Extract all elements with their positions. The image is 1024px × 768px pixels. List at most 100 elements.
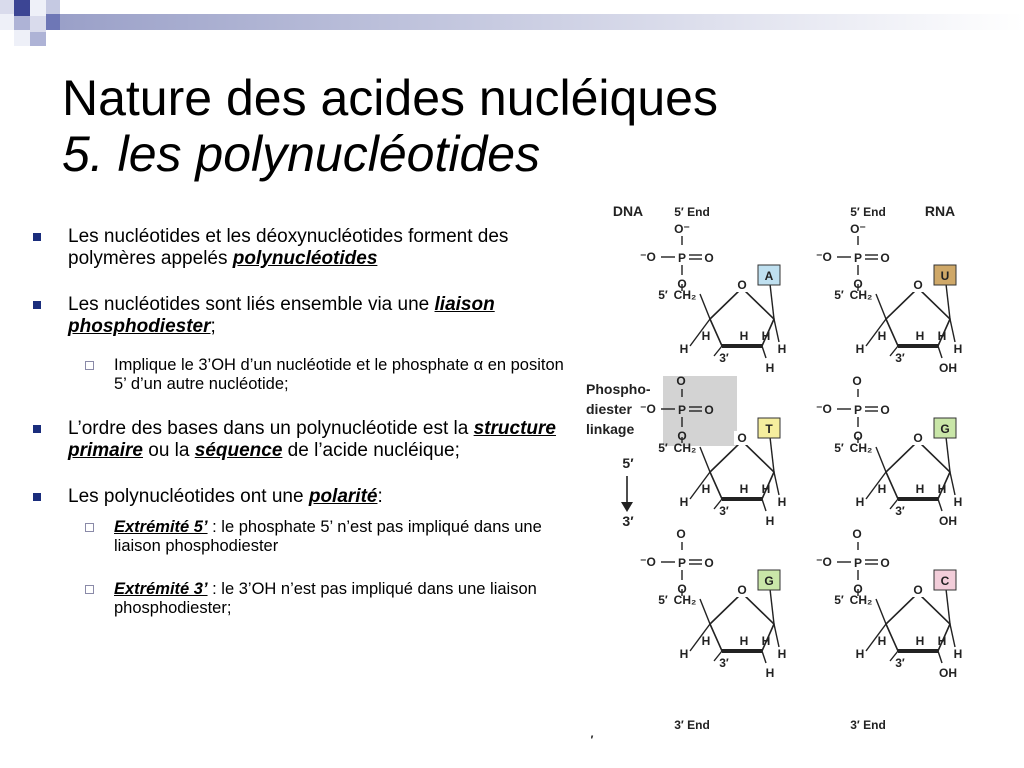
dna-nt2-base-box: [757, 569, 781, 591]
bullet-text: Les nucléotides et les déoxynucléotides …: [68, 226, 509, 269]
dna-nt1-c3-bond: [713, 498, 723, 510]
dna-nt0-sugar-ring: [709, 286, 775, 347]
dna-3-end-label: 3′ End: [674, 718, 710, 732]
footnote-mark: ′: [591, 733, 594, 747]
rna-nt2-bridge-o: O: [852, 527, 861, 541]
bullet-sequence: L’ordre des bases dans un polynucléotide…: [30, 418, 575, 462]
dna-nt0-h5-bond: [773, 318, 780, 343]
rna-nt1-ch2: CH₂: [850, 441, 873, 455]
dna-nt2-h5: H: [778, 647, 787, 661]
rna-nt0-ring-o: O: [913, 278, 922, 292]
bullet-text: Les nucléotides sont liés ensemble via u…: [68, 294, 435, 315]
rna-nt1-h5: H: [954, 495, 963, 509]
dna-nt0-2h: H: [766, 361, 775, 375]
rna-nt2-sugar-ring: [885, 591, 951, 652]
dna-nt1-h4: H: [762, 482, 771, 496]
dna-nt1-c3: 3′: [719, 504, 729, 518]
rna-nt0-c2-bond: [937, 345, 943, 359]
rna-nt1-p: P: [854, 403, 862, 417]
rna-nt2-glyc-bond: [945, 588, 951, 625]
polynucleotide-diagram: 5′ EndO⁻⁻OPOO5′CH₂OAHHHHH3′HO⁻OPOO5′CH₂O…: [580, 196, 1024, 756]
rna-nt0-h1-bond: [865, 318, 887, 347]
bullet-text: :: [377, 486, 383, 507]
rna-nt2-ch2-ring: [875, 598, 887, 625]
dna-nt2-h2: H: [702, 634, 711, 648]
dna-nt2-glyc-bond: [769, 588, 775, 625]
rna-nt1-base-box: [933, 417, 957, 439]
dna-nt1-ring-o-bg: [734, 431, 750, 445]
dna-nt1-c5: 5′: [658, 441, 668, 455]
rna-5-end-label: 5′ End: [850, 205, 886, 219]
rna-nt1-bridge-o: O: [852, 374, 861, 388]
rna-nt2-h4: H: [938, 634, 947, 648]
dna-nt2-h5-bond: [773, 623, 780, 648]
dna-nt0-p: P: [678, 251, 686, 265]
rna-nt0-glyc-bond: [945, 283, 951, 320]
dna-nt2-minus-o: ⁻O: [640, 555, 656, 569]
bullet-phosphodiester: Les nucléotides sont liés ensemble via u…: [30, 294, 575, 338]
dna-nt2-h3: H: [740, 634, 749, 648]
dna-nt1-sugar-ring: [709, 439, 775, 500]
dna-nt2-2h: H: [766, 666, 775, 680]
rna-nt2-c3: 3′: [895, 656, 905, 670]
dna-nt1-h1-bond: [689, 471, 711, 500]
term-primary-structure: structure primaire: [68, 418, 556, 461]
dna-nt1-h1: H: [680, 495, 689, 509]
rna-nt2-h2: H: [878, 634, 887, 648]
dna-nt2-sugar-ring: [709, 591, 775, 652]
subbullet-text: Implique le 3’OH d’un nucléotide et le p…: [114, 356, 564, 393]
dna-nt2-h1: H: [680, 647, 689, 661]
subbullet-5-end: Extrémité 5’ : le phosphate 5’ n’est pas…: [30, 518, 575, 556]
linkage-label-2: diester: [586, 401, 632, 417]
rna-nt0-h5-bond: [949, 318, 956, 343]
rna-nt1-ester-o: O: [853, 429, 862, 443]
rna-nt1-ring-o-bg: [910, 431, 926, 445]
rna-nt2-double-o: O: [880, 556, 889, 570]
rna-nt1-minus-o: ⁻O: [816, 402, 832, 416]
dna-nt1-minus-o: ⁻O: [640, 402, 656, 416]
rna-nt0-c3-bond: [889, 345, 899, 357]
dna-nt1-base-T: T: [765, 422, 773, 436]
dna-nt1-h5-bond: [773, 471, 780, 496]
rna-3-end-label: 3′ End: [850, 718, 886, 732]
term-phosphodiester: liaison phosphodiester: [68, 294, 495, 337]
dna-nt0-c2-bond: [761, 345, 767, 359]
rna-nt1-double-o: O: [880, 403, 889, 417]
bullet-text: L’ordre des bases dans un polynucléotide…: [68, 418, 474, 439]
dna-nt2-c3: 3′: [719, 656, 729, 670]
dna-nt0-double-o: O: [704, 251, 713, 265]
dna-nt1-glyc-bond: [769, 436, 775, 473]
dna-nt0-base-box: [757, 264, 781, 286]
dna-nt2-bridge-o: O: [676, 527, 685, 541]
rna-nt1-c2-bond: [937, 498, 943, 512]
dna-nt2-c5: 5′: [658, 593, 668, 607]
dna-o-minus: O⁻: [674, 222, 690, 236]
rna-nt1-h1-bond: [865, 471, 887, 500]
rna-nt0-ring-o-bg: [910, 278, 926, 292]
rna-nt0-double-o: O: [880, 251, 889, 265]
dna-nt0-ring-o: O: [737, 278, 746, 292]
direction-5: 5′: [622, 455, 634, 471]
rna-nt1-h3: H: [916, 482, 925, 496]
term-polarity: polarité: [308, 486, 378, 507]
dna-label: DNA: [613, 203, 643, 219]
rna-nt2-ring-o: O: [913, 583, 922, 597]
rna-nt2-ring-o-bg: [910, 583, 926, 597]
rna-nt1-c3: 3′: [895, 504, 905, 518]
rna-nt2-2oh: OH: [939, 666, 957, 680]
dna-5-end-label: 5′ End: [674, 205, 710, 219]
rna-nt2-c2-bond: [937, 650, 943, 664]
bullet-text: ou la: [142, 440, 195, 461]
dna-nt2-c3-bond: [713, 650, 723, 662]
dna-nt2-ch2-ring: [699, 598, 711, 625]
slide-title: Nature des acides nucléiques 5. les poly…: [62, 70, 718, 182]
dna-nt1-p: P: [678, 403, 686, 417]
rna-nt2-ch2: CH₂: [850, 593, 873, 607]
dna-nt1-2h: H: [766, 514, 775, 528]
dna-nt2-ring-o: O: [737, 583, 746, 597]
rna-nt1-ring-o: O: [913, 431, 922, 445]
dna-nt1-ring-o: O: [737, 431, 746, 445]
rna-nt0-h1: H: [856, 342, 865, 356]
dna-nt1-h2: H: [702, 482, 711, 496]
bullet-text: de l’acide nucléique;: [282, 440, 460, 461]
